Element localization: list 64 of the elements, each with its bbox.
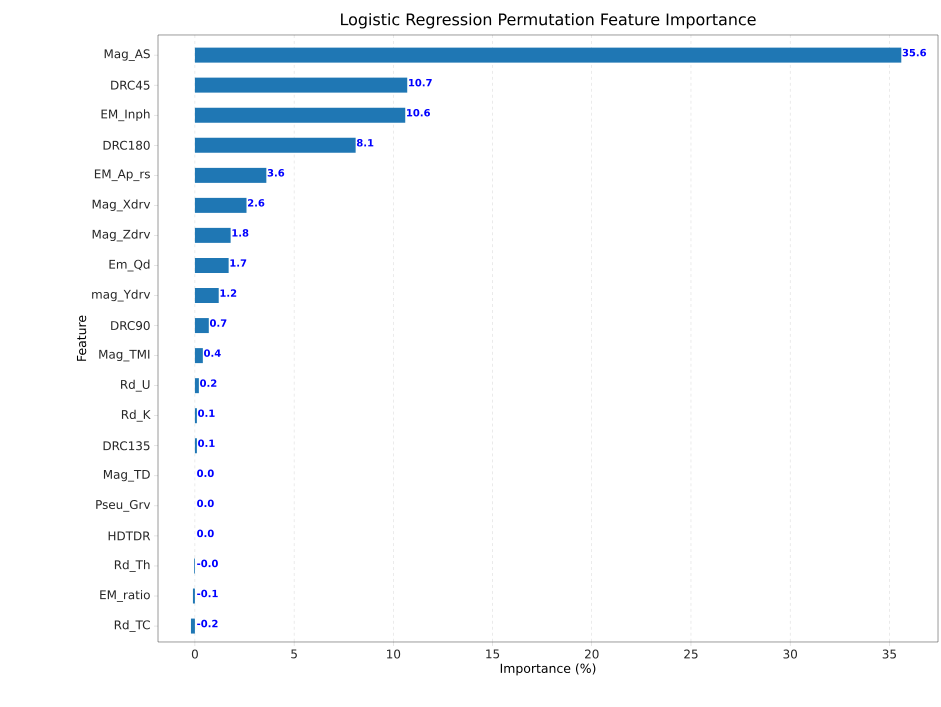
tick-label: DRC180 [104, 140, 150, 150]
bar [194, 138, 356, 153]
tick-label: Mag_AS [104, 49, 150, 61]
tick-label: Rd_K [122, 410, 151, 422]
tick-label: Mag_TD [104, 470, 150, 482]
value-label: -0.1 [197, 590, 218, 598]
bar [194, 198, 247, 213]
value-label: 0.7 [210, 319, 226, 327]
value-label: 2.6 [248, 199, 264, 207]
tick-label: EM_ratio [100, 590, 150, 602]
bar [194, 168, 266, 183]
tick-label: 10 [387, 650, 400, 659]
value-label: 1.8 [232, 229, 248, 237]
value-label: 35.6 [902, 48, 926, 56]
tick-label: 30 [783, 650, 797, 659]
value-label: -0.0 [197, 560, 218, 568]
value-label: 0.1 [198, 440, 215, 448]
tick-label: 15 [486, 650, 500, 658]
bar [194, 228, 231, 243]
bar [194, 78, 408, 93]
value-label: 0.2 [200, 379, 216, 387]
tick-label: EM_Inph [102, 109, 150, 122]
value-label: 10.7 [409, 78, 432, 86]
tick-label: HDTDR [108, 532, 150, 540]
value-label: 1.7 [230, 259, 246, 267]
tick-label: DRC90 [111, 321, 150, 330]
chart-title: Logistic Regression Permutation Feature Importance [341, 13, 756, 28]
value-label: 0.0 [197, 500, 214, 508]
value-label: 3.6 [268, 169, 284, 177]
axis-title: Feature [76, 316, 86, 361]
tick-label: 35 [882, 650, 896, 659]
tick-label: Mag_Xdrv [92, 199, 150, 212]
tick-label: DRC45 [111, 80, 150, 90]
value-label: 0.0 [197, 530, 214, 538]
tick-label: Mag_TMI [99, 350, 150, 362]
tick-label: Em_Qd [109, 260, 150, 272]
tick-label: Rd_U [121, 380, 150, 392]
tick-label: 20 [585, 650, 599, 659]
bar [194, 288, 219, 304]
bar [190, 618, 195, 634]
tick-label: 0 [192, 650, 198, 659]
tick-label: 5 [291, 650, 297, 658]
tick-label: Rd_Th [114, 560, 150, 572]
tick-label: EM_Ap_rs [94, 170, 150, 182]
bar [194, 108, 406, 123]
tick-label: 25 [684, 650, 698, 659]
tick-label: Pseu_Grv [96, 500, 150, 512]
bar [194, 318, 209, 334]
value-label: 1.2 [220, 289, 236, 297]
value-label: 0.1 [198, 409, 215, 417]
value-label: -0.2 [197, 620, 218, 628]
bar [194, 258, 229, 273]
bar [194, 48, 902, 63]
tick-label: Mag_Zdrv [92, 229, 150, 242]
value-label: 10.6 [407, 108, 430, 116]
value-label: 0.4 [204, 349, 221, 357]
tick-label: mag_Ydrv [92, 290, 150, 302]
bar [194, 378, 199, 394]
bar [194, 348, 203, 364]
value-label: 0.0 [197, 470, 214, 478]
axis-title: Importance (%) [500, 663, 596, 676]
value-label: 8.1 [356, 139, 374, 147]
tick-label: Rd_TC [114, 620, 150, 632]
tick-label: DRC135 [104, 441, 150, 450]
